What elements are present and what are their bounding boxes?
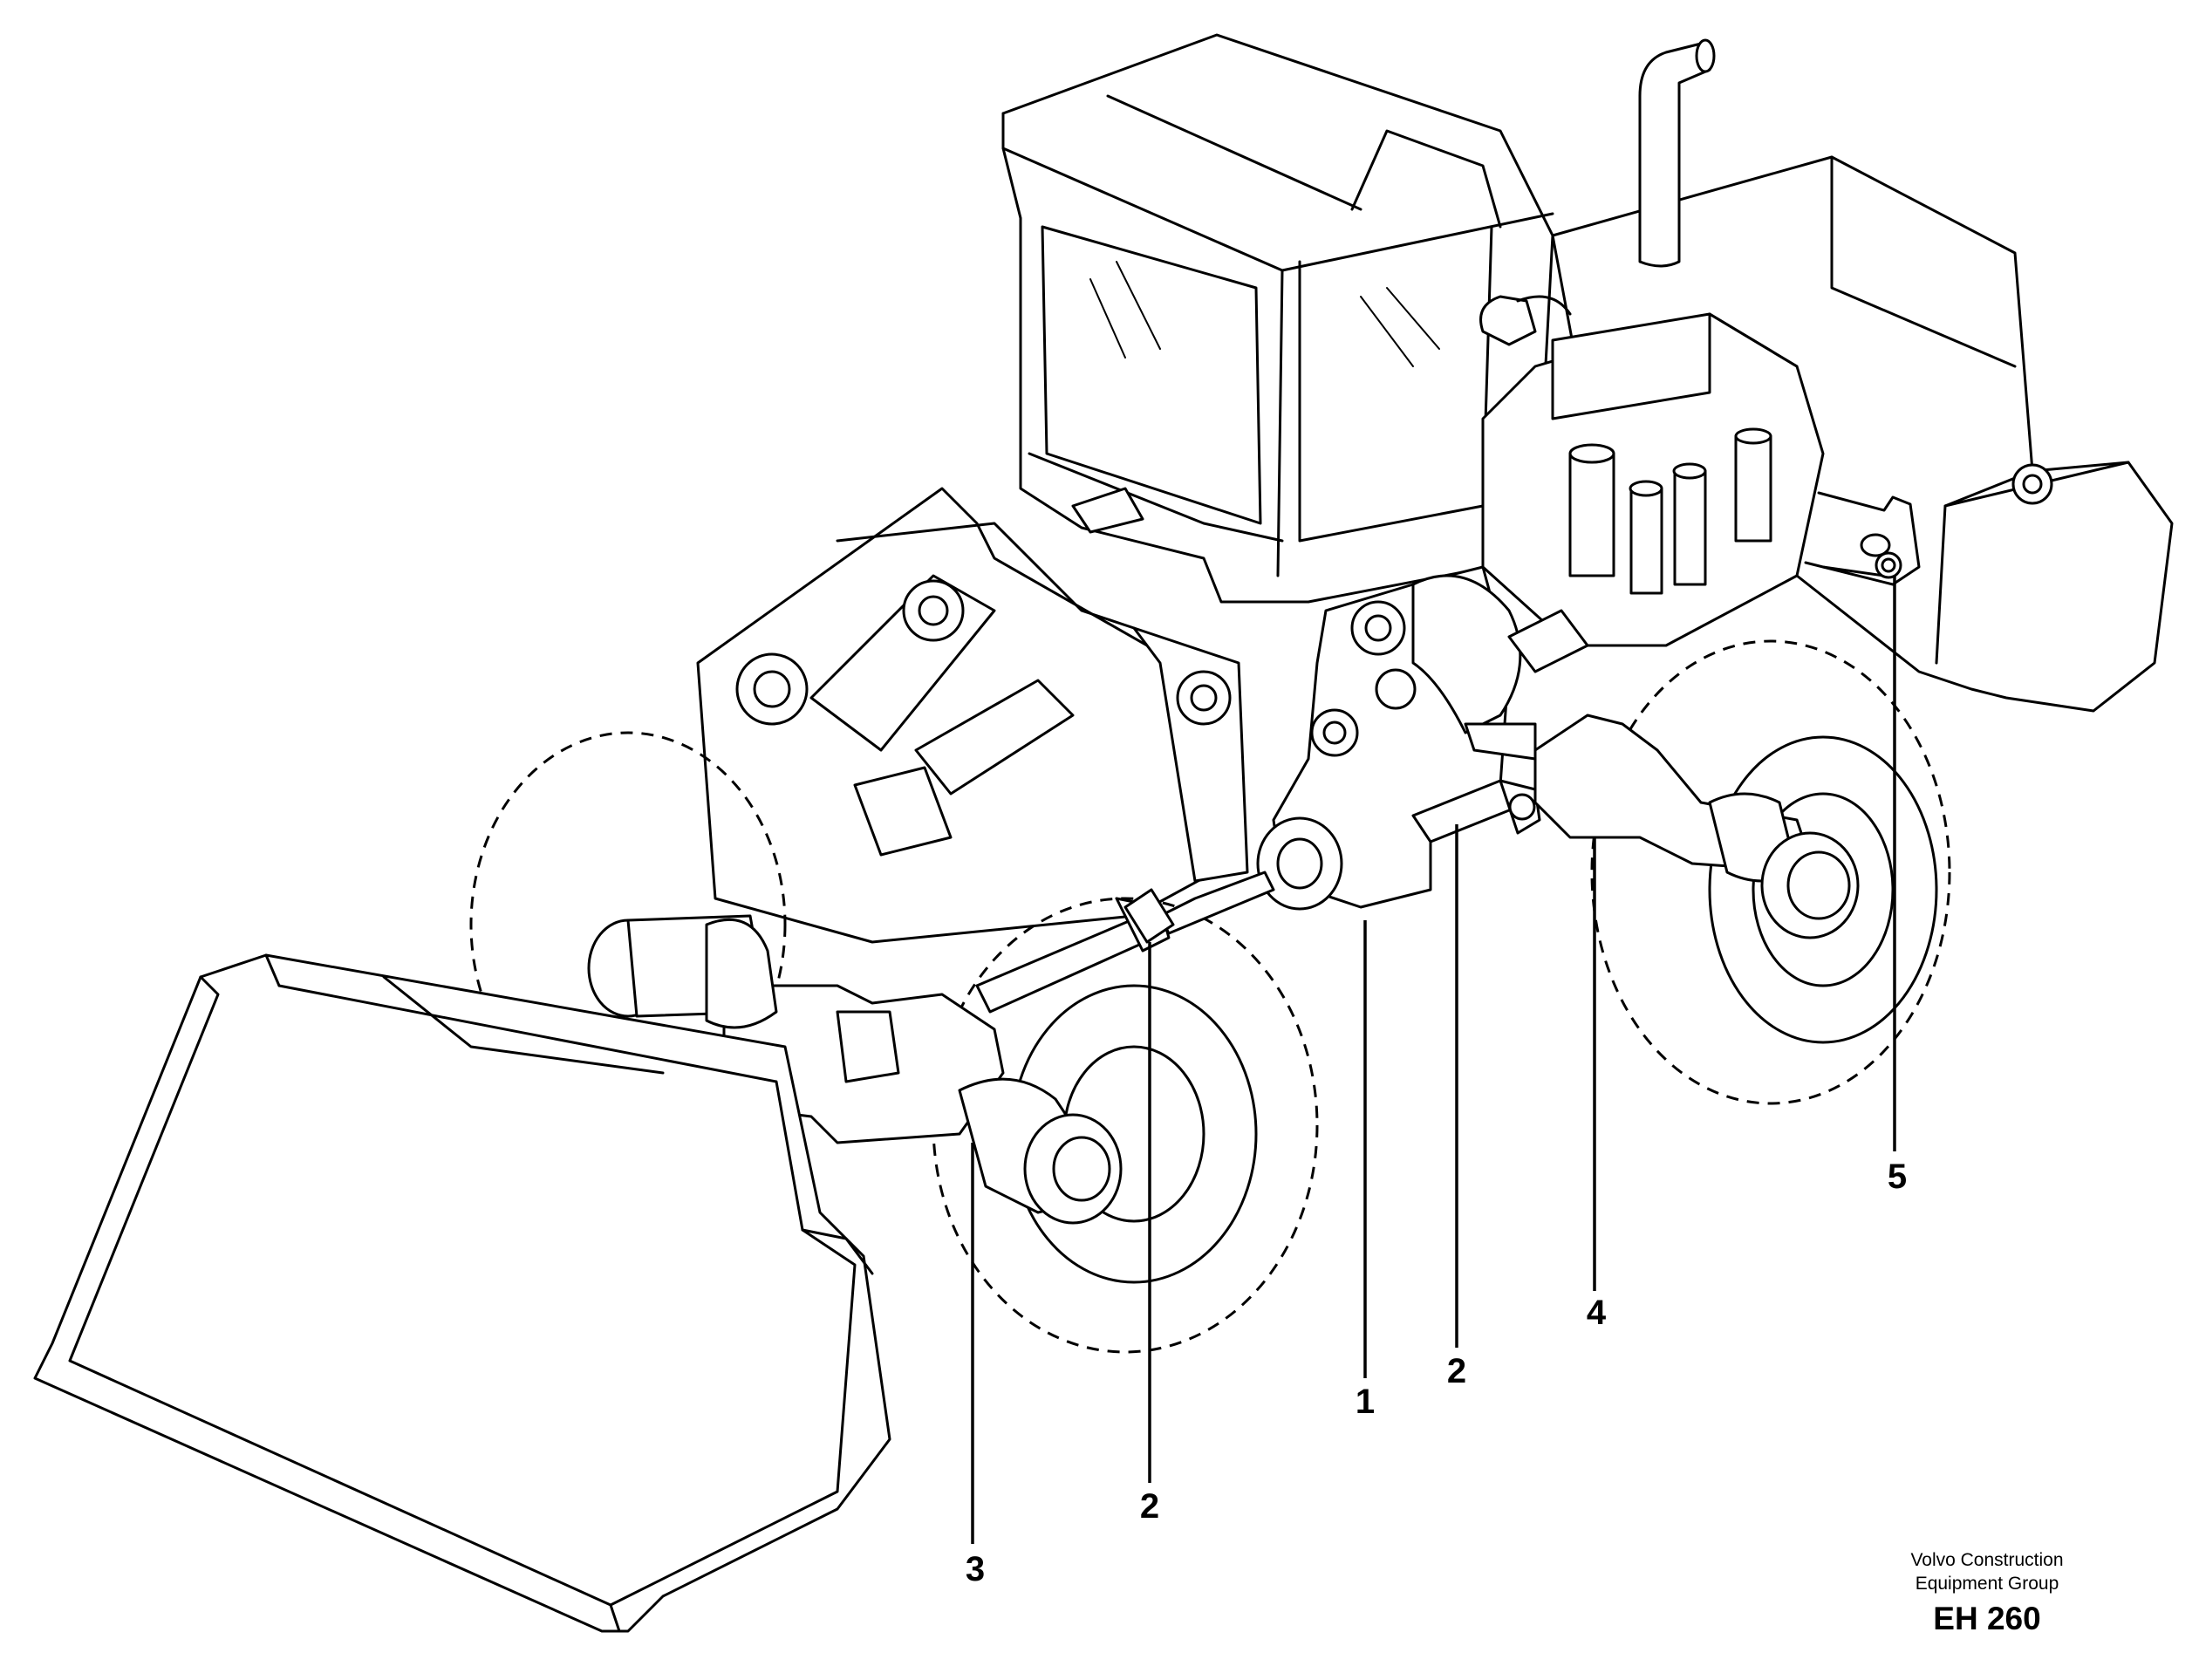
callout-5: 5 <box>1888 1158 1907 1196</box>
bucket <box>33 953 891 1633</box>
callout-1: 1 <box>1356 1383 1375 1421</box>
rear-axle <box>1464 714 1860 939</box>
lift-arm-frame <box>696 487 1249 944</box>
operator-cab <box>1001 33 1554 604</box>
footer-company-line2: Equipment Group <box>1916 1574 2059 1594</box>
callout-2-front-shaft: 2 <box>1140 1487 1159 1526</box>
exhaust-pipe <box>1638 38 1716 268</box>
rear-propeller-shaft <box>1411 779 1541 843</box>
callout-2-rear-shaft: 2 <box>1447 1352 1466 1390</box>
leader-lines <box>971 576 1896 1544</box>
callout-3: 3 <box>966 1550 985 1588</box>
speed-sensor <box>1804 491 1921 586</box>
rear-tire <box>1590 639 1951 1105</box>
footer-company-line1: Volvo Construction <box>1910 1550 2063 1570</box>
engine <box>1479 295 1825 647</box>
front-propeller-shaft <box>975 871 1275 1014</box>
footer-figure-code: EH 260 <box>1933 1601 2040 1636</box>
callout-4: 4 <box>1587 1294 1607 1332</box>
